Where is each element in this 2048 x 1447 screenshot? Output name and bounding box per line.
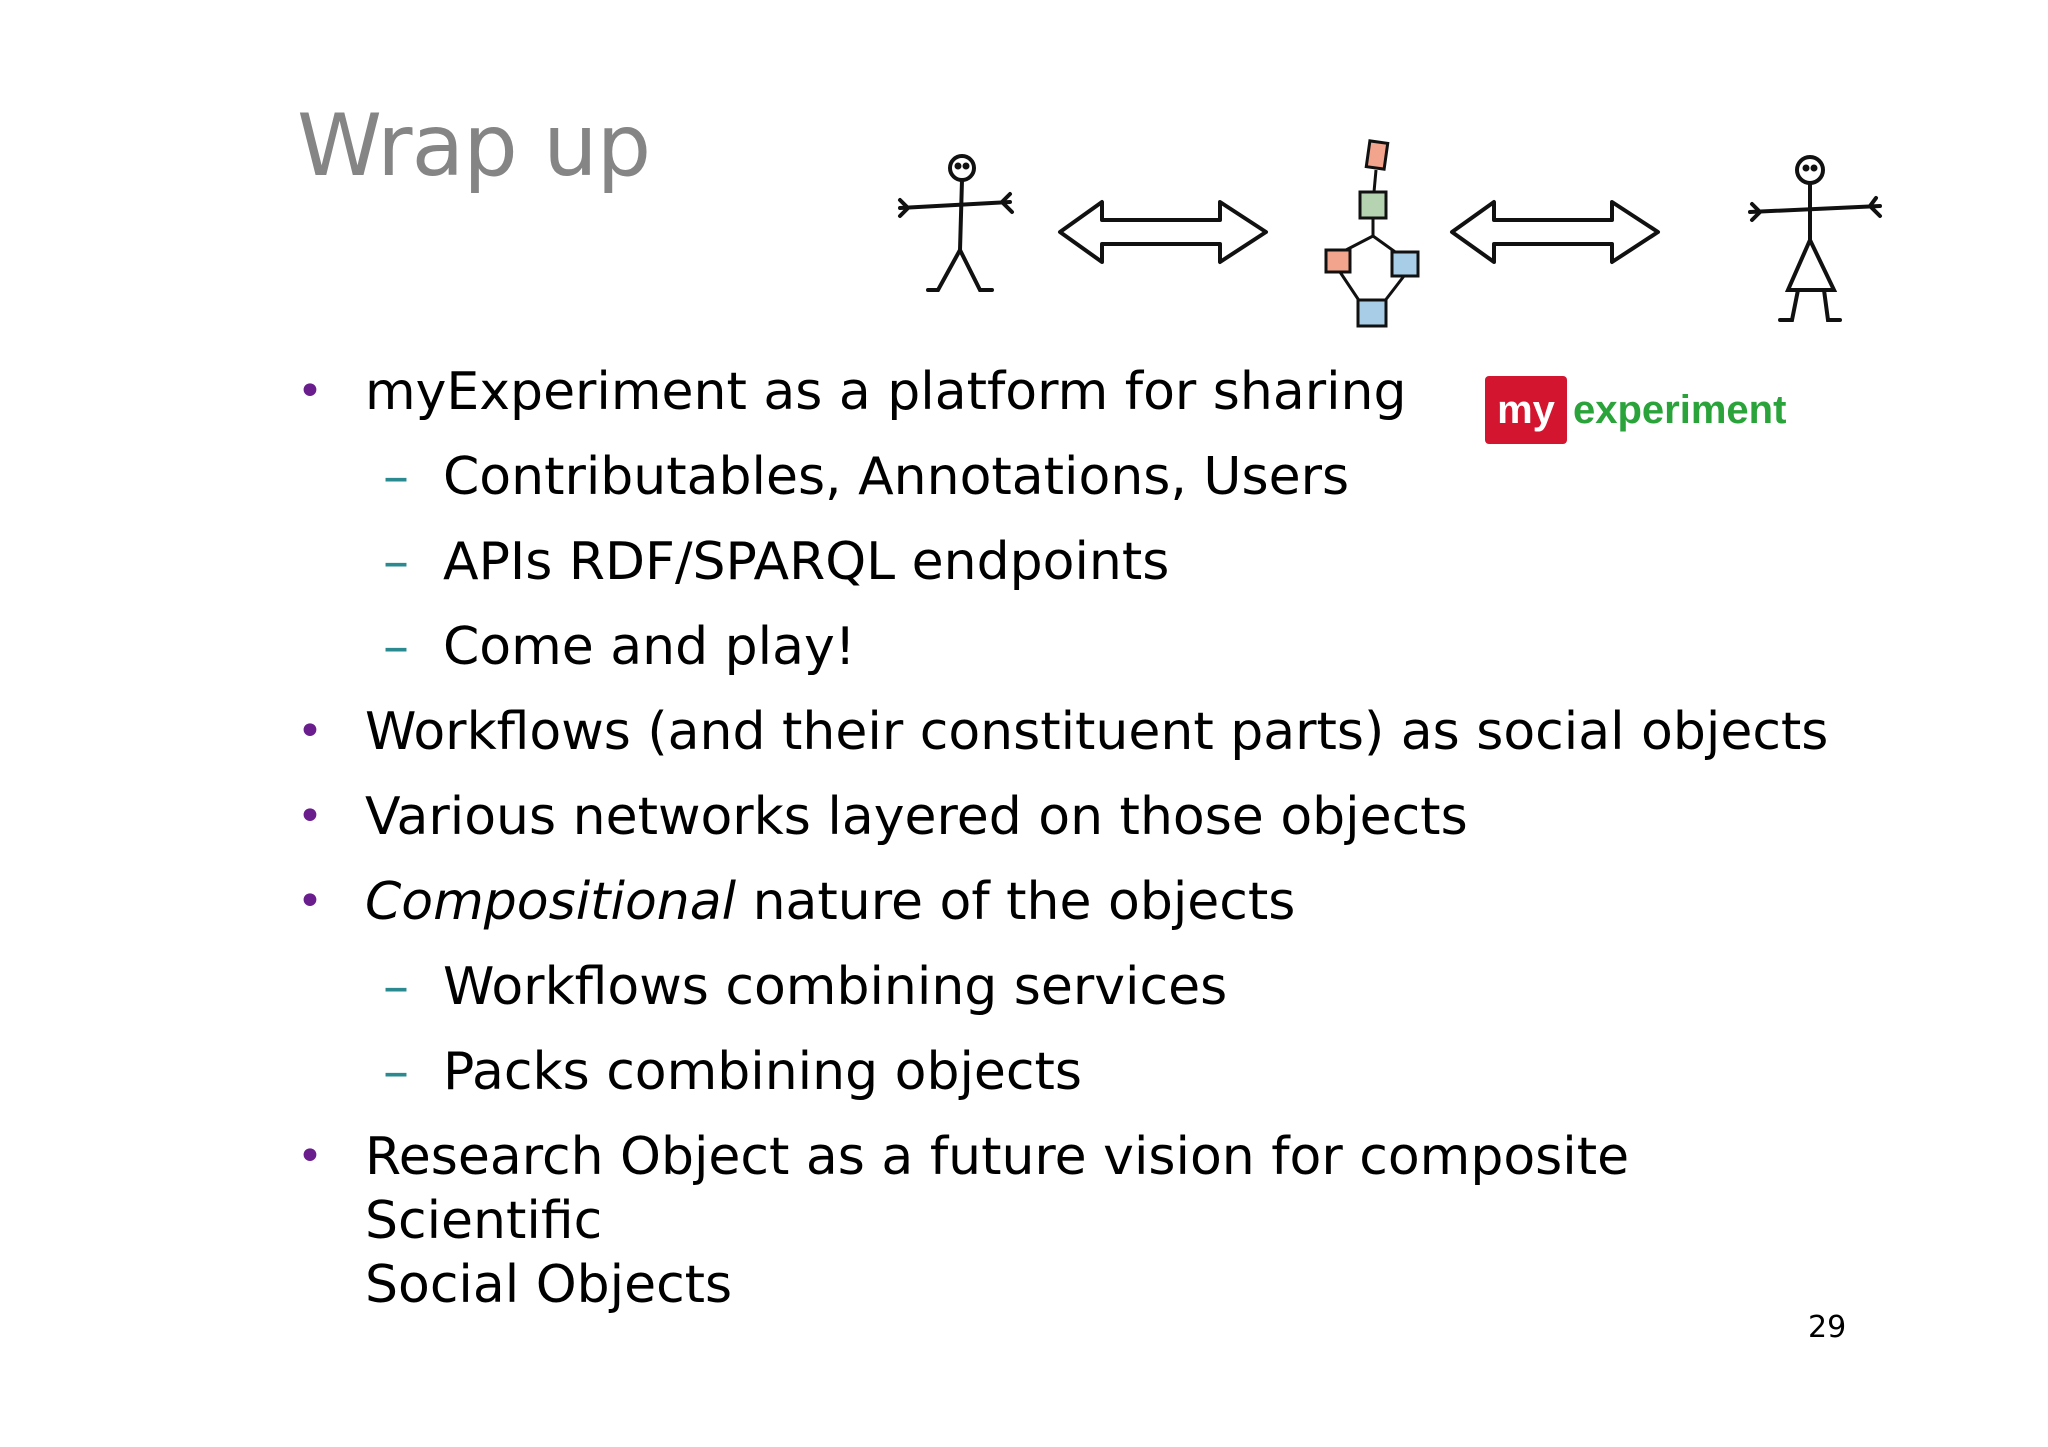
bullet-list: • myExperiment as a platform for sharing… [295,360,1855,1317]
dash-icon: – [383,617,409,677]
sharing-illustration [898,139,1882,328]
workflow-graph-icon [1324,139,1420,328]
bullet-item: • myExperiment as a platform for sharing [297,362,1407,422]
sub-bullet-item: – Contributables, Annotations, Users [383,447,1350,507]
myexperiment-logo: my experiment [1485,376,1786,444]
bullet-dot-icon: • [297,366,323,417]
slide-title: Wrap up [297,96,651,196]
bullet-item: • Various networks layered on those obje… [297,787,1468,847]
stick-figure-woman-icon [1748,155,1882,322]
dash-icon: – [383,957,409,1017]
bullet-item: • Compositional nature of the objects [297,872,1296,932]
svg-text:my: my [1497,388,1556,432]
bullet-dot-icon: • [297,706,323,757]
page-number: 29 [1808,1310,1847,1345]
emphasis-text: Compositional [365,872,737,932]
sub-bullet-item: – Come and play! [383,617,856,677]
sub-bullet-item: – Packs combining objects [383,1042,1082,1102]
bullet-dot-icon: • [297,791,323,842]
sub-bullet-item: – APIs RDF/SPARQL endpoints [383,532,1170,592]
double-arrow-icon [1058,200,1268,264]
dash-icon: – [383,1042,409,1102]
stick-figure-man-icon [898,154,1014,292]
double-arrow-icon [1450,200,1660,264]
bullet-item: • Research Object as a future vision for… [297,1127,1630,1315]
dash-icon: – [383,532,409,592]
sub-bullet-item: – Workflows combining services [383,957,1228,1017]
bullet-item: • Workflows (and their constituent parts… [297,702,1829,762]
svg-text:experiment: experiment [1573,388,1786,432]
dash-icon: – [383,447,409,507]
bullet-dot-icon: • [297,1131,323,1182]
bullet-dot-icon: • [297,876,323,927]
